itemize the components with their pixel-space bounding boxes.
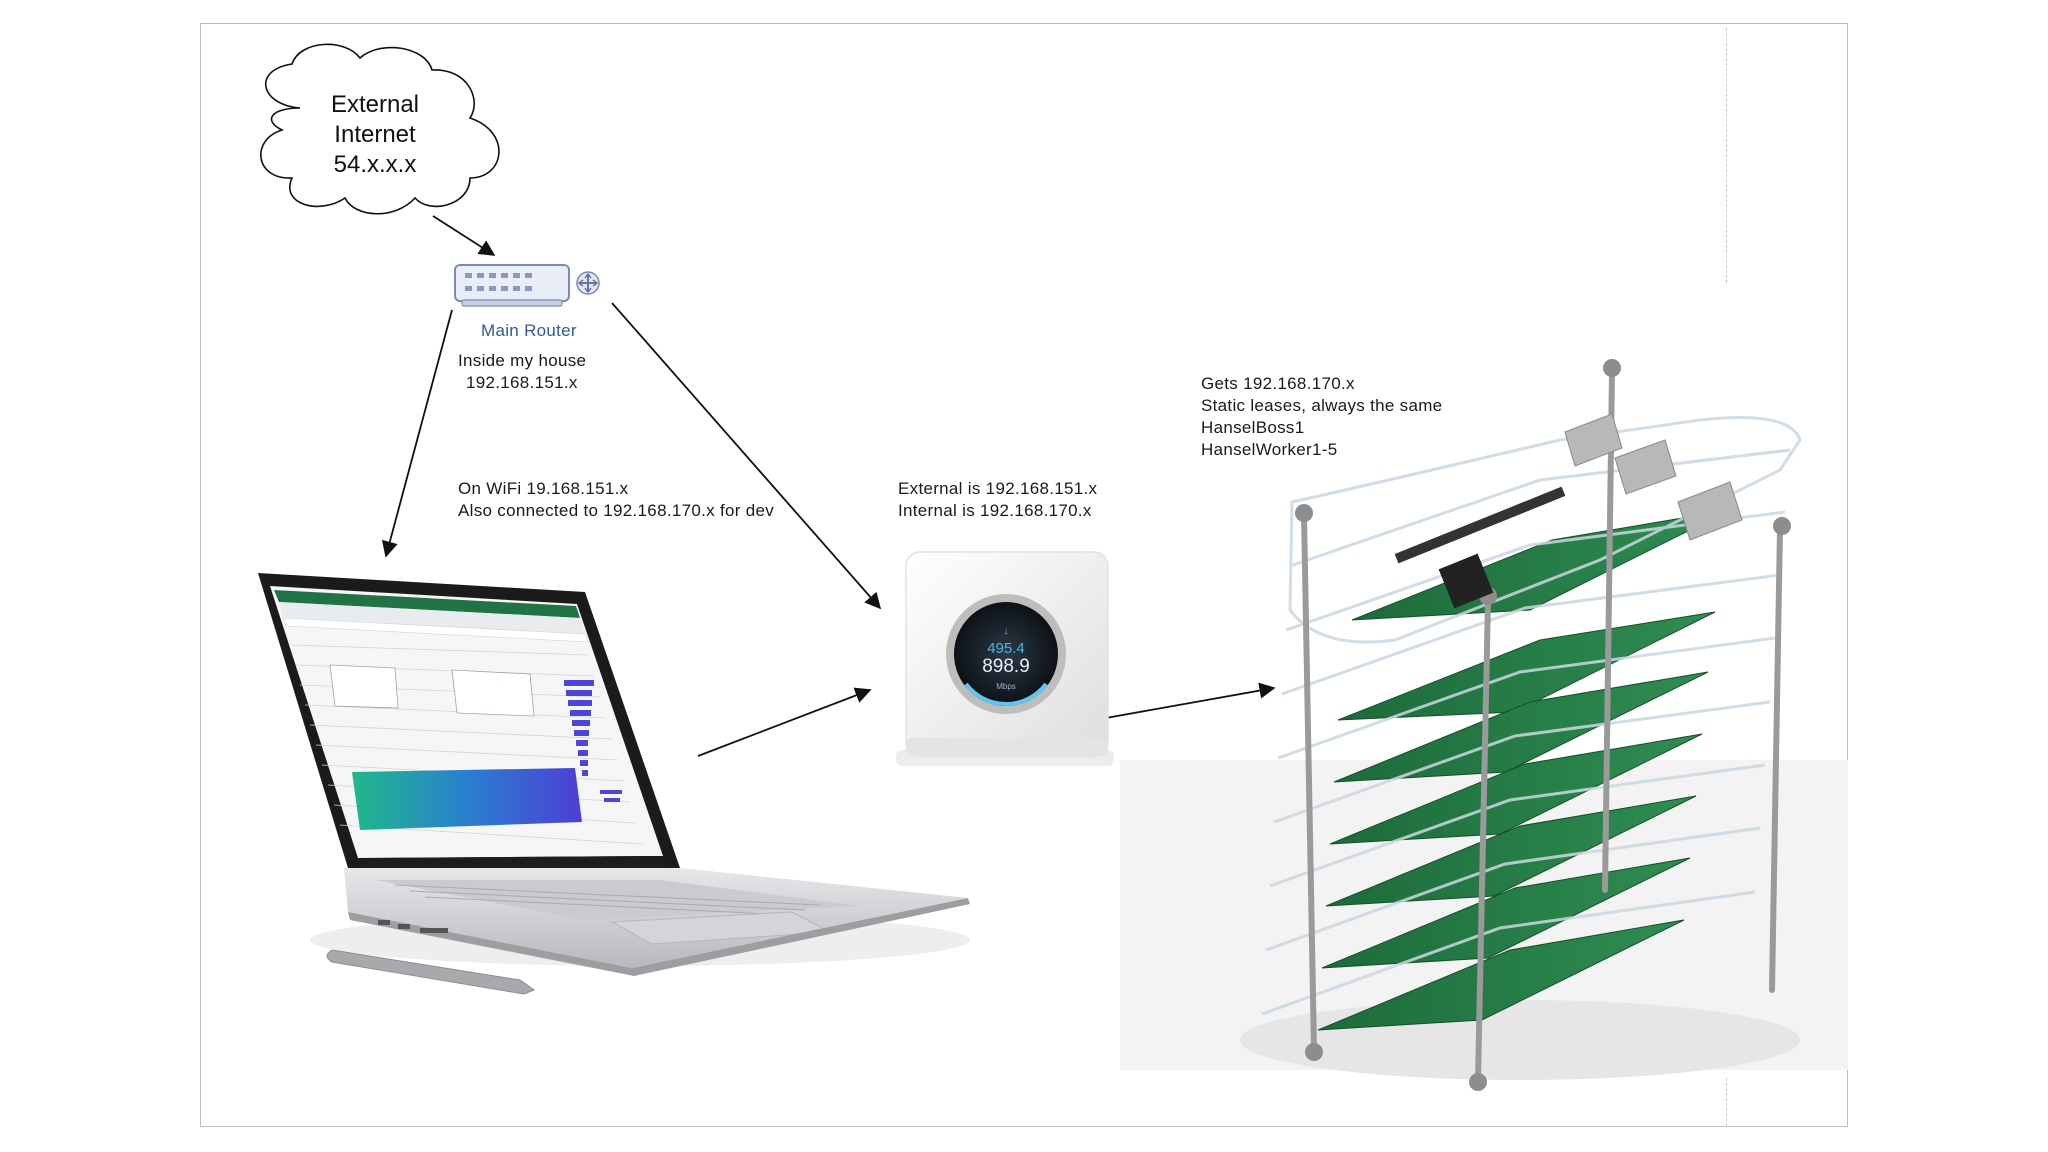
cloud-label-line: Internet [334, 121, 416, 148]
wifi-router-image: ↓ 495.4 898.9 Mbps [896, 551, 1114, 766]
cluster-desc-line: Static leases, always the same [1201, 396, 1443, 415]
cloud-label-line: 54.x.x.x [333, 151, 417, 178]
cluster-desc-line: HanselBoss1 [1201, 418, 1305, 437]
wifi-display-top: 495.4 [987, 640, 1025, 657]
internet-cloud-icon [260, 43, 500, 215]
page-break-guide [1726, 28, 1727, 283]
cloud-label: External Internet 54.x.x.x [300, 90, 450, 180]
laptop-image [258, 573, 970, 995]
cloud-to-router-arrow [432, 215, 496, 256]
wifi-router-desc-line: Internal is 192.168.170.x [898, 501, 1092, 520]
laptop-to-wifi-arrow [697, 687, 872, 757]
router-desc-line: 192.168.151.x [466, 373, 578, 392]
svg-text:↓: ↓ [1004, 626, 1009, 637]
page-break-guide [1726, 1078, 1727, 1126]
cluster-desc-line: HanselWorker1-5 [1201, 440, 1338, 459]
router-desc-line: Inside my house [458, 351, 587, 370]
cluster-desc-line: Gets 192.168.170.x [1201, 374, 1355, 393]
laptop-desc-line: Also connected to 192.168.170.x for dev [458, 501, 775, 520]
svg-text:Mbps: Mbps [996, 682, 1016, 691]
wifi-display-main: 898.9 [982, 656, 1030, 677]
wifi-to-cluster-arrow [1105, 682, 1276, 719]
cloud-label-line: External [330, 91, 420, 118]
laptop-desc-line: On WiFi 19.168.151.x [458, 479, 629, 498]
router-to-laptop-arrow [381, 309, 453, 558]
main-router-icon [454, 264, 600, 307]
main-router-title: Main Router [481, 321, 577, 340]
pi-cluster-image [1120, 359, 1848, 1091]
router-to-wifi-arrow [611, 302, 882, 610]
wifi-router-desc-line: External is 192.168.151.x [898, 479, 1098, 498]
